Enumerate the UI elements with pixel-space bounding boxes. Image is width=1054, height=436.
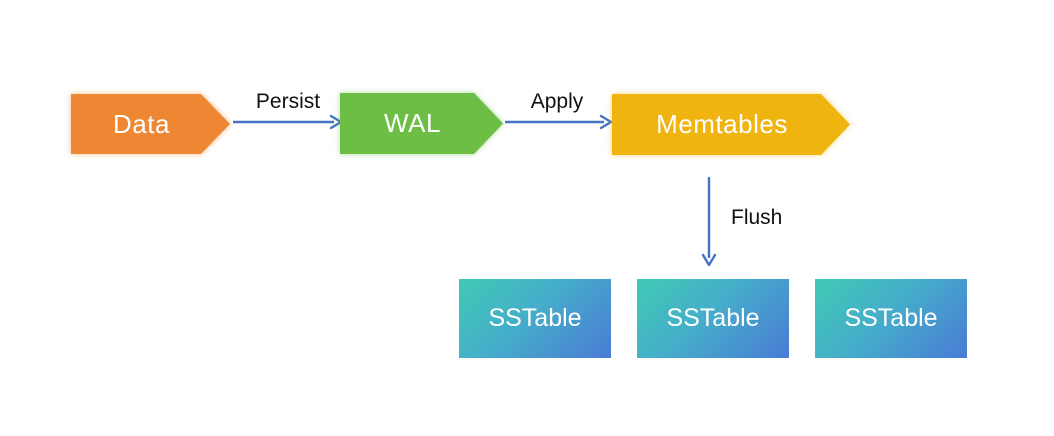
sstable-node-label: SSTable (844, 304, 938, 332)
wal-node-label: WAL (384, 108, 441, 138)
wal-node-shape: WAL (340, 93, 503, 154)
data-node-label: Data (113, 108, 170, 139)
sstable-node-3: SSTable (815, 279, 967, 358)
sstable-node-label: SSTable (666, 304, 760, 332)
persist-arrow-icon (233, 114, 343, 130)
persist-edge-label: Persist (255, 90, 321, 113)
flush-arrow-icon (701, 177, 717, 267)
sstable-node-label: SSTable (488, 304, 582, 332)
data-node: Data (71, 94, 230, 154)
memtables-node-shape: Memtables (612, 94, 850, 155)
sstable-node-2: SSTable (637, 279, 789, 358)
flush-edge-label: Flush (731, 206, 783, 229)
apply-edge-label: Apply (530, 90, 584, 113)
data-node-shape: Data (71, 94, 230, 154)
apply-arrow-icon (505, 114, 613, 130)
memtables-node-label: Memtables (656, 109, 788, 139)
sstable-node-1: SSTable (459, 279, 611, 358)
wal-node: WAL (340, 93, 503, 154)
memtables-node: Memtables (612, 94, 850, 155)
